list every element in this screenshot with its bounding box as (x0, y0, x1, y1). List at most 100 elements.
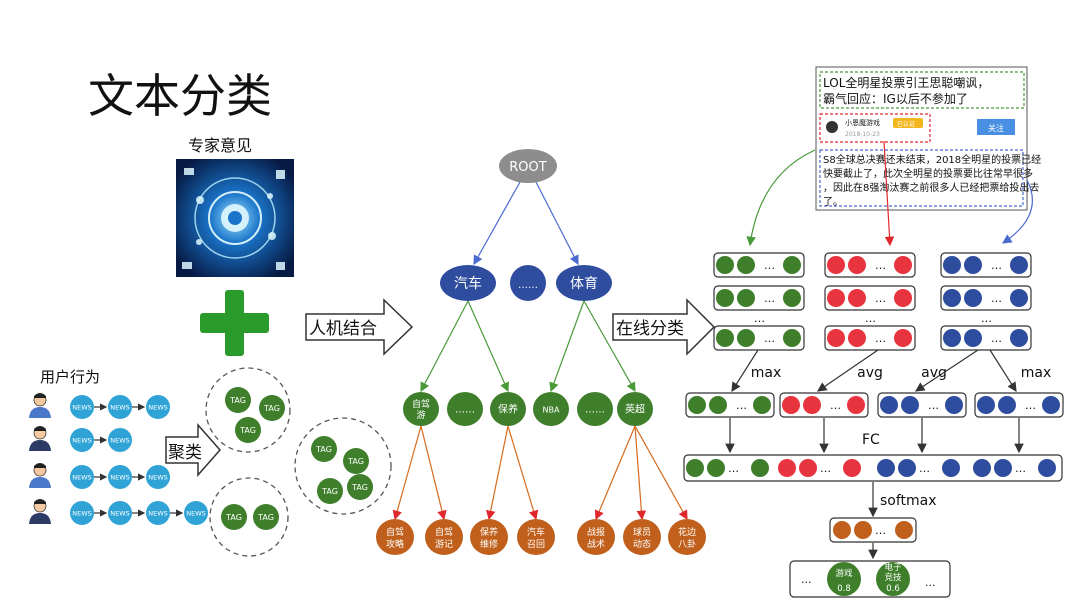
output-dots-left: ... (801, 573, 812, 586)
pooled-vector (685, 392, 775, 418)
tree-level2-node: NBA (533, 392, 569, 426)
pooled-vector (877, 392, 967, 418)
output-class-label: 游戏 (835, 568, 853, 579)
ellipsis-label: … (728, 462, 739, 475)
embedding-row (824, 252, 916, 278)
tag-label: TAG (225, 513, 242, 522)
output-dots-right: ... (925, 576, 936, 589)
article-headline: LOL全明星投票引王思聪嘲讽， 霸气回应：IG以后不参加了 (823, 75, 993, 106)
user-avatar-icon (29, 393, 51, 418)
embedding-row (713, 285, 805, 311)
tree-level2-label: …… (455, 405, 475, 416)
tree-level3-node: 自驾攻略 (376, 519, 414, 555)
output-class-label: 电子竞技 (884, 562, 902, 583)
tree-level3-node: 汽车召回 (517, 519, 555, 555)
tree-level2-label: 保养 (498, 403, 518, 416)
cluster-arrow: 聚类 (165, 423, 221, 477)
follow-button[interactable] (977, 119, 1015, 135)
tree-level3-node: 战报战术 (577, 519, 615, 555)
output-class-score: 0.8 (837, 584, 851, 594)
tag-label: TAG (347, 457, 364, 466)
tag-node: TAG (221, 504, 247, 530)
tree-level3-node: 自驾游记 (425, 519, 463, 555)
news-node: NEWS (108, 465, 132, 489)
tag-node: TAG (235, 417, 261, 443)
embedding-row (940, 325, 1032, 351)
output-class-score: 0.6 (886, 584, 900, 594)
tree-level2-node: 自驾游 (403, 392, 439, 426)
tree-root: ROOT (499, 149, 557, 183)
news-label: NEWS (110, 404, 130, 412)
tag-label: TAG (239, 426, 256, 435)
tree-level3-label: 自驾游记 (435, 526, 453, 550)
news-label: NEWS (72, 437, 92, 445)
ellipsis-label: … (764, 292, 775, 305)
news-label: NEWS (110, 510, 130, 518)
news-node: NEWS (108, 501, 132, 525)
plus-icon (200, 290, 269, 356)
ellipsis-label: … (991, 292, 1002, 305)
tree-level2-node: …… (447, 392, 483, 426)
follow-button-label: 关注 (988, 123, 1004, 133)
tree-level3-label: 战报战术 (587, 526, 605, 550)
ellipsis-label: … (764, 259, 775, 272)
ellipsis-label: … (875, 292, 886, 305)
tag-label: TAG (321, 487, 338, 496)
tree-level3-node: 保养维修 (470, 519, 508, 555)
ellipsis-label: … (991, 259, 1002, 272)
tree-level1-node: …… (510, 265, 546, 301)
tag-cluster (209, 477, 289, 557)
cluster-label: 聚类 (168, 443, 202, 463)
tree-level2-label: NBA (543, 406, 560, 415)
ellipsis-label: … (830, 399, 841, 412)
pooling-op-label: max (1021, 365, 1052, 381)
human-machine-label: 人机结合 (309, 319, 377, 339)
pooled-vector (974, 392, 1064, 418)
fc-vector (683, 454, 1063, 482)
tag-label: TAG (351, 483, 368, 492)
ellipsis-label: … (820, 462, 831, 475)
embedding-row (713, 325, 805, 351)
output-class-node: 游戏 0.8 (827, 562, 861, 596)
tag-label: TAG (257, 513, 274, 522)
tag-node: TAG (347, 474, 373, 500)
news-label: NEWS (72, 510, 92, 518)
embedding-row (940, 252, 1032, 278)
user-avatar-icon (29, 463, 51, 488)
author-name: 小恩魔游戏 (845, 118, 880, 127)
page-title: 文本分类 (88, 69, 272, 123)
tree-level2-node: 英超 (617, 392, 653, 426)
tree-level2-node: 保养 (490, 392, 526, 426)
embedding-row (940, 285, 1032, 311)
user-avatar-icon (29, 499, 51, 524)
embedding-row (824, 285, 916, 311)
tree-level2-label: …… (585, 405, 605, 416)
tag-node: TAG (225, 387, 251, 413)
ellipsis-label: … (865, 312, 876, 325)
tag-cluster (294, 417, 392, 515)
article-date: 2018-10-23 (845, 131, 880, 138)
user-behavior-label: 用户行为 (40, 368, 100, 386)
ellipsis-label: … (764, 332, 775, 345)
online-classify-arrow: 在线分类 (612, 298, 716, 356)
tree-level1-node: 体育 (556, 265, 612, 301)
article-card: LOL全明星投票引王思聪嘲讽， 霸气回应：IG以后不参加了 小恩魔游戏 已认证 … (815, 66, 1044, 211)
tag-node: TAG (259, 395, 285, 421)
news-label: NEWS (148, 510, 168, 518)
article-connectors (746, 140, 1033, 247)
news-node: NEWS (70, 428, 94, 452)
tag-label: TAG (229, 396, 246, 405)
tag-label: TAG (263, 404, 280, 413)
article-body: S8全球总决赛还未结束，2018全明星的投票已经 快要截止了，此次全明星的投票要… (823, 153, 1044, 208)
user-avatar-icon (29, 426, 51, 451)
tree-level3-label: 球员动态 (633, 526, 651, 550)
tree-level3-node: 球员动态 (623, 519, 661, 555)
news-node: NEWS (146, 501, 170, 525)
news-node: NEWS (108, 428, 132, 452)
tag-node: TAG (317, 478, 343, 504)
tree-level3-label: 花边八卦 (678, 526, 696, 550)
tag-node: TAG (311, 436, 337, 462)
tag-label: TAG (315, 445, 332, 454)
news-node: NEWS (108, 395, 132, 419)
